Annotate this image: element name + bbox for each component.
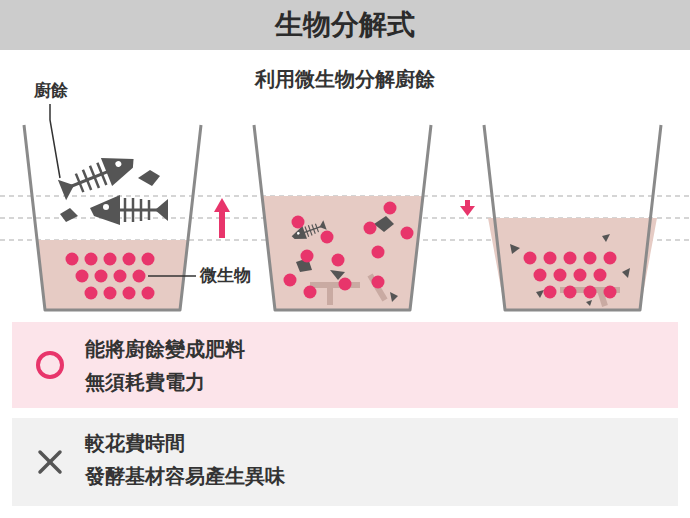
leader-line bbox=[148, 275, 196, 277]
item-text: 發酵基材容易產生異味 bbox=[85, 463, 285, 489]
cup-fill bbox=[488, 218, 657, 310]
item-text: 較花費時間 bbox=[85, 430, 185, 456]
subtitle: 利用微生物分解廚餘 bbox=[0, 66, 690, 92]
item-text: 無須耗費電力 bbox=[85, 369, 205, 395]
microbes bbox=[66, 253, 155, 300]
pros-panel bbox=[12, 322, 678, 408]
leader-line bbox=[50, 104, 60, 178]
cons-box: 較花費時間發酵基材容易產生異味 bbox=[12, 418, 678, 506]
cross-symbol bbox=[40, 452, 60, 472]
title-band bbox=[0, 0, 690, 50]
circle-symbol bbox=[38, 353, 62, 377]
cons-panel bbox=[12, 418, 678, 506]
cup-fill bbox=[36, 240, 189, 310]
level-arrow bbox=[214, 198, 475, 238]
pros-box: 能將廚餘變成肥料無須耗費電力 bbox=[12, 322, 678, 408]
cup-outline bbox=[24, 125, 661, 310]
item-text: 能將廚餘變成肥料 bbox=[85, 336, 245, 362]
cup-fill bbox=[261, 196, 424, 310]
title: 生物分解式 bbox=[0, 0, 690, 50]
part-label: 微生物 bbox=[200, 264, 251, 287]
part-label: 廚餘 bbox=[34, 79, 68, 102]
